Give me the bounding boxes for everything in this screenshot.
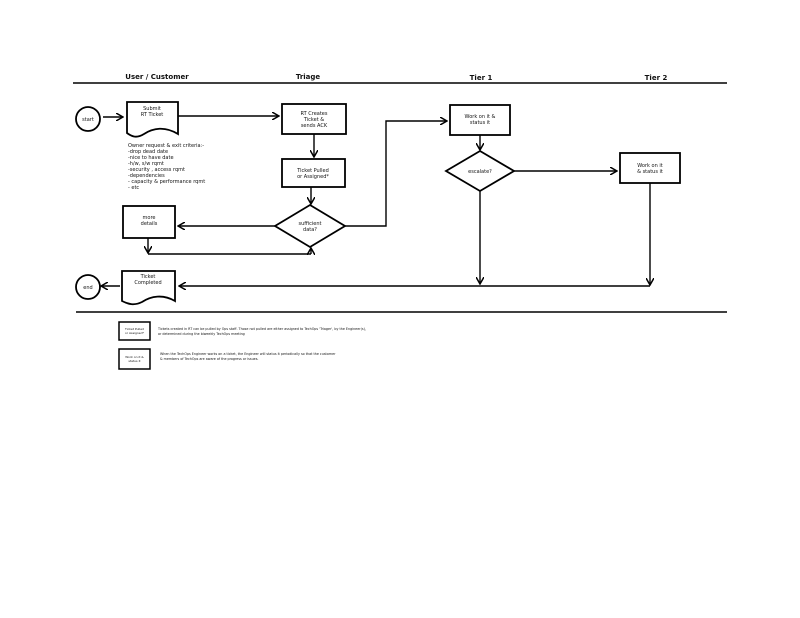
rt-creates-label-3: sends ACK <box>301 123 328 129</box>
criteria-line: -drop dead date <box>128 149 168 155</box>
ticket-completed-label-2: Completed <box>134 280 161 286</box>
lane-tier1: Tier 1 <box>470 74 493 82</box>
start-label: start <box>82 117 94 123</box>
legend-item: Ticket Pulled or Assigned* Tickets creat… <box>118 321 366 341</box>
lane-triage: Triage <box>296 73 321 81</box>
submit-label-2: RT Ticket <box>141 112 164 118</box>
legend-box-ticket-pulled <box>118 321 151 341</box>
tier1-work-node: Work on it & status it <box>449 104 511 136</box>
sufficient-label-2: data? <box>303 227 317 233</box>
ticket-pulled-label-1: Ticket Pulled <box>296 168 329 174</box>
legend-box-label: Ticket Pulled <box>124 327 144 331</box>
more-details-label-1: more <box>143 215 156 221</box>
criteria-line: -nice to have date <box>128 155 174 161</box>
ticket-pulled-label-2: or Assigned* <box>297 174 329 180</box>
criteria-line: Owner request & exit criteria:- <box>128 143 204 149</box>
end-label: end <box>83 285 92 291</box>
criteria-line: - etc <box>128 185 139 191</box>
ticket-completed-node: Ticket Completed <box>121 270 176 306</box>
legend-box-work-on-it <box>118 348 151 370</box>
legend-description: & members of TechOps are aware of the pr… <box>160 357 258 361</box>
legend-description: When the TechOps Engineer works on a tic… <box>160 352 336 356</box>
tier2-work-node: Work on it & status it <box>619 152 681 184</box>
ticket-pulled-node: Ticket Pulled or Assigned* <box>281 158 346 188</box>
submit-label-1: Submit <box>143 106 161 112</box>
more-details-node: more details <box>122 205 176 239</box>
arrow-sufficient-to-tier1 <box>345 121 446 227</box>
criteria-line: -security , access rqmt <box>128 167 185 173</box>
criteria-line: -h/w, s/w rqmt <box>128 161 164 167</box>
tier2-work-label-1: Work on it <box>637 163 662 169</box>
ticket-completed-label-1: Ticket <box>140 274 156 280</box>
criteria-line: - capacity & performance rqmt <box>128 179 205 185</box>
rt-creates-label-1: RT Creates <box>301 111 328 117</box>
more-details-label-2: details <box>141 221 158 227</box>
legend-description: Tickets created in RT can be pulled by O… <box>157 327 366 331</box>
rt-creates-label-2: Ticket & <box>303 117 324 123</box>
lane-user-customer: User / Customer <box>125 73 189 81</box>
legend-item: Work on it & status it When the TechOps … <box>118 348 336 370</box>
legend-box-label: Work on it & <box>125 355 144 359</box>
end-node: end <box>75 274 101 300</box>
legend-box-label: status it <box>128 359 141 363</box>
rt-creates-ticket-node: RT Creates Ticket & sends ACK <box>281 103 347 135</box>
lane-tier2: Tier 2 <box>645 74 668 82</box>
legend-description: or determined during the biweekly TechOp… <box>158 332 245 336</box>
escalate-label: escalate? <box>468 169 492 175</box>
tier1-work-label-2: status it <box>470 120 490 126</box>
criteria-note: Owner request & exit criteria:- -drop de… <box>128 143 205 191</box>
criteria-line: -dependencies <box>128 173 165 179</box>
submit-rt-ticket-node: Submit RT Ticket <box>126 101 179 138</box>
start-node: start <box>75 106 101 132</box>
sufficient-label-1: sufficient <box>299 221 322 227</box>
tier1-work-label-1: Work on it & <box>465 114 496 120</box>
lane-headers: User / Customer Triage Tier 1 Tier 2 <box>73 73 727 84</box>
escalate-decision: escalate? <box>444 149 516 193</box>
sufficient-data-decision: sufficient data? <box>273 203 347 249</box>
tier2-work-label-2: & status it <box>637 169 663 175</box>
legend-box-label: or Assigned* <box>125 331 145 335</box>
